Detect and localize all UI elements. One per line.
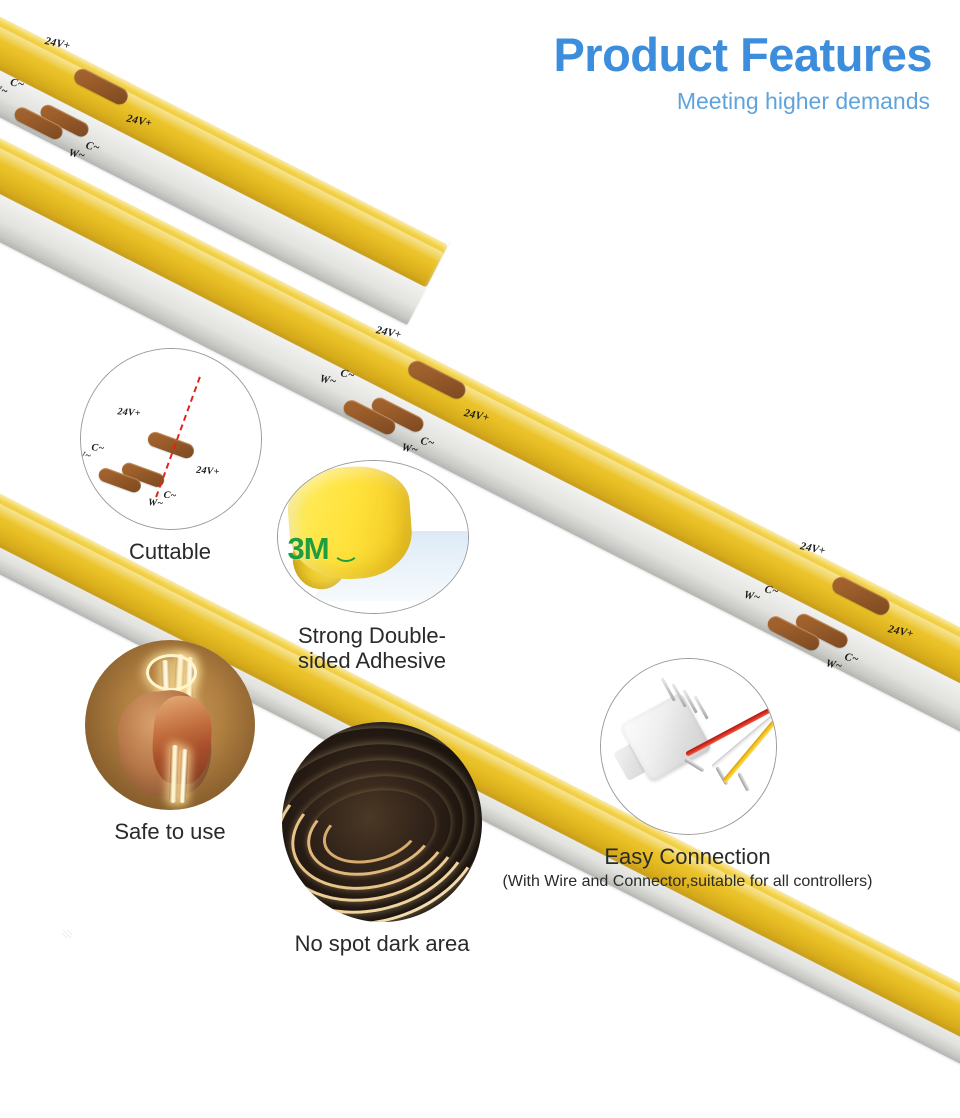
pad-label-warm-left: W~ xyxy=(0,82,9,98)
pad-label-cool-far-right: C~ xyxy=(843,650,860,666)
heading-block: Product Features Meeting higher demands xyxy=(553,30,932,115)
pad-label-warm-right: W~ xyxy=(67,146,87,163)
feature-cuttable[interactable]: 24V+ 24V+ C~ W~ C~ W~ Cuttable xyxy=(80,348,262,564)
solder-pad-24v-far xyxy=(829,573,893,618)
pad-label-cool-right: C~ xyxy=(84,139,101,155)
pad-label-24v-right: 24V+ xyxy=(462,407,491,425)
cut-label-24v-right: 24V+ xyxy=(195,464,220,478)
wire-yellow-tip xyxy=(737,772,751,792)
connector-pin-4 xyxy=(693,695,709,720)
led-coil-loop xyxy=(146,654,197,691)
adhesive-bubble: 3M xyxy=(277,460,469,614)
safe-to-use-bubble xyxy=(85,640,255,810)
solder-pad-24v xyxy=(71,65,131,108)
cut-label-warm-left: W~ xyxy=(80,449,92,462)
safe-to-use-scene xyxy=(85,640,255,810)
feature-adhesive[interactable]: 3M Strong Double- sided Adhesive xyxy=(277,460,469,673)
solder-pad-warm-far xyxy=(765,613,823,654)
feature-no-spot-dark-area[interactable]: No spot dark area xyxy=(282,722,482,956)
pad-label-cool-far-left: C~ xyxy=(763,583,780,598)
dark-area-scene xyxy=(282,722,482,922)
pad-label-warm-far-right: W~ xyxy=(824,657,844,673)
easy-connection-bubble xyxy=(600,658,777,835)
cut-label-24v-left: 24V+ xyxy=(117,406,142,420)
solder-pad-cool-far xyxy=(793,610,851,651)
solder-pad-24v xyxy=(405,357,469,402)
cut-label-cool-right: C~ xyxy=(163,489,177,502)
pad-label-cool-right: C~ xyxy=(419,434,436,450)
adhesive-caption-line2: sided Adhesive xyxy=(298,648,446,674)
pad-label-24v-left: 24V+ xyxy=(43,35,72,53)
page-subtitle: Meeting higher demands xyxy=(676,88,930,115)
wire-red-tip xyxy=(683,757,705,773)
pad-label-24v-left: 24V+ xyxy=(375,324,403,342)
brand-3m-swoosh-icon xyxy=(333,540,360,563)
feature-caption-cuttable: Cuttable xyxy=(129,539,211,564)
strip-cob-phosphor xyxy=(0,0,449,288)
solder-pad-cool-upper xyxy=(369,394,427,435)
adhesive-caption-line1: Strong Double- xyxy=(298,623,446,648)
pad-label-24v-far-right: 24V+ xyxy=(887,623,915,641)
solder-pad-cool-upper xyxy=(38,102,92,140)
brand-3m-label: 3M xyxy=(287,530,330,566)
pad-label-cool-left: C~ xyxy=(339,367,356,382)
pad-label-warm-left: W~ xyxy=(318,372,338,388)
feature-safe-to-use[interactable]: Safe to use xyxy=(85,640,255,844)
strip-pcb: 24V+ 24V+ C~ W~ C~ W~ xyxy=(0,0,451,326)
watermark-artifact xyxy=(62,930,72,938)
feature-caption-safe-to-use: Safe to use xyxy=(114,819,226,844)
solder-pad-warm-lower xyxy=(12,104,66,142)
feature-easy-connection[interactable]: Easy Connection (With Wire and Connector… xyxy=(503,658,872,891)
easy-connection-scene xyxy=(601,659,776,834)
feature-caption-easy-connection: Easy Connection xyxy=(604,844,771,869)
page-title: Product Features xyxy=(553,28,932,81)
product-feature-poster: 24V+ 24V+ C~ W~ C~ W~ 24V+ 24V+ C~ W~ xyxy=(0,0,960,960)
feature-subcaption-easy-connection: (With Wire and Connector,suitable for al… xyxy=(502,873,873,891)
pad-label-24v-far-left: 24V+ xyxy=(799,540,827,558)
pad-label-warm-right: W~ xyxy=(400,441,420,457)
pad-label-warm-far-left: W~ xyxy=(742,588,762,604)
cuttable-bubble: 24V+ 24V+ C~ W~ C~ W~ xyxy=(80,348,262,530)
feature-caption-adhesive: Strong Double- sided Adhesive xyxy=(277,623,467,673)
pad-label-cool-left: C~ xyxy=(9,76,26,92)
led-strip-top-left: 24V+ 24V+ C~ W~ C~ W~ xyxy=(0,0,451,326)
solder-pad-warm-lower xyxy=(340,397,399,438)
pad-label-24v-right: 24V+ xyxy=(125,112,153,130)
cut-label-warm-right: W~ xyxy=(147,497,164,510)
cuttable-scene: 24V+ 24V+ C~ W~ C~ W~ xyxy=(81,349,261,529)
cut-label-cool-left: C~ xyxy=(91,442,105,455)
no-spot-dark-area-bubble xyxy=(282,722,482,922)
feature-caption-no-spot-dark-area: No spot dark area xyxy=(294,931,470,956)
adhesive-scene: 3M xyxy=(278,461,468,613)
